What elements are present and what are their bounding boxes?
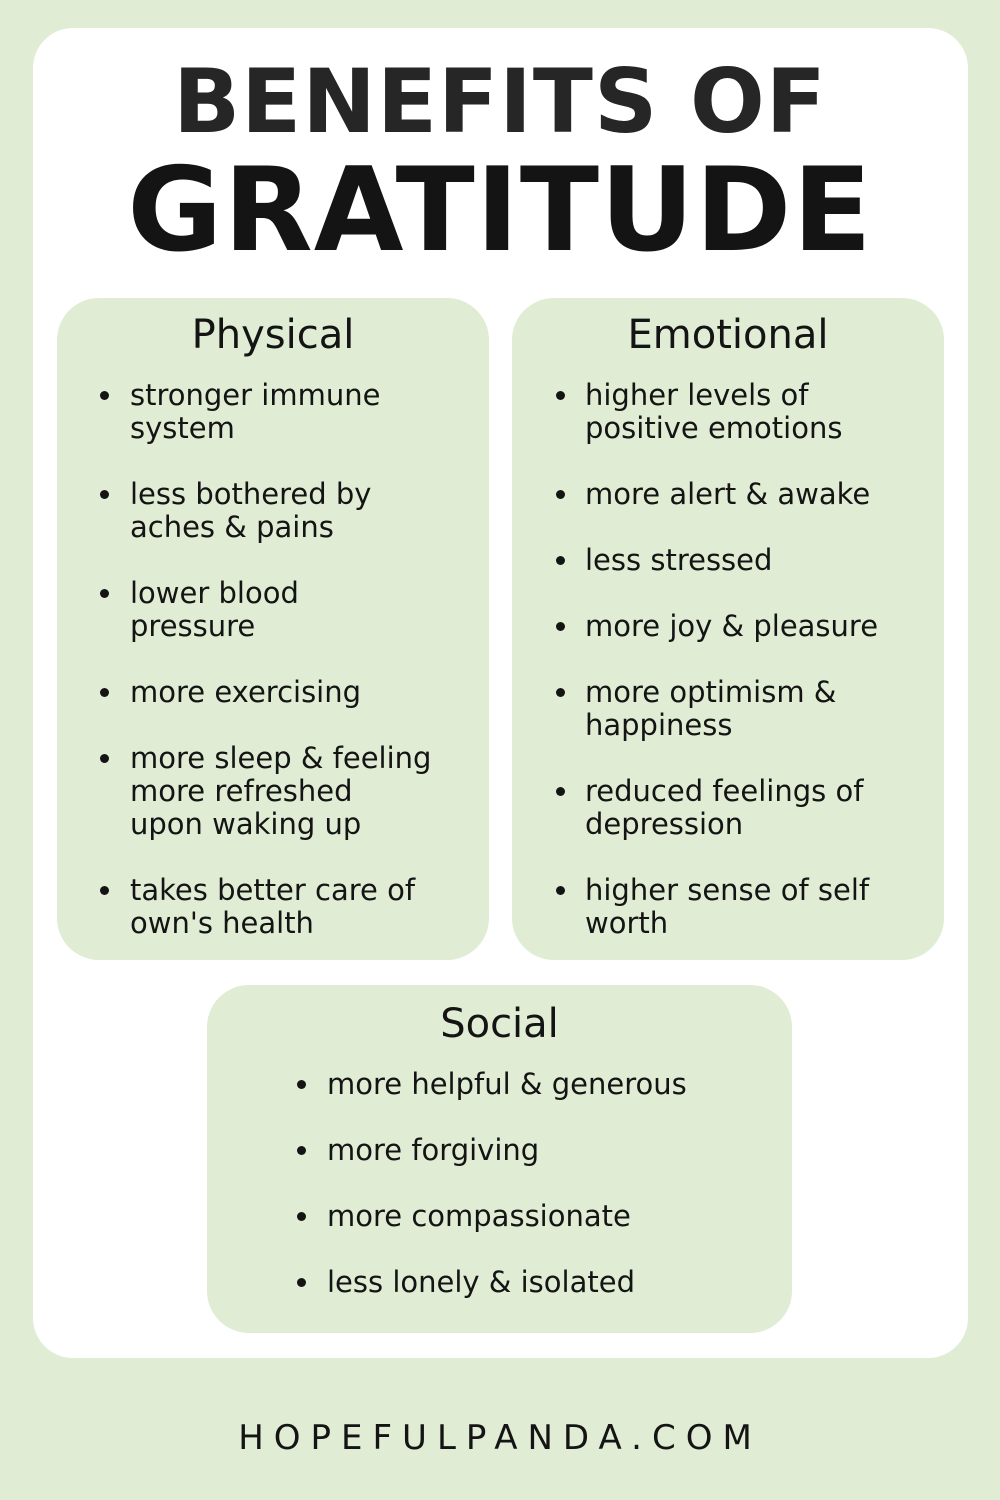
list-item: less bothered by aches & pains: [130, 478, 371, 544]
list-item: less stressed: [585, 544, 772, 577]
list-item-line: more exercising: [130, 675, 362, 709]
social-panel: Social more helpful & generous more forg…: [207, 985, 792, 1333]
bullet-icon: [100, 688, 109, 697]
list-item: stronger immune system: [130, 379, 380, 445]
bullet-icon: [100, 490, 109, 499]
bullet-icon: [100, 886, 109, 895]
list-item: lower blood pressure: [130, 577, 299, 643]
list-item: takes better care of own's health: [130, 874, 415, 940]
list-item-line: more alert & awake: [585, 477, 871, 511]
physical-heading: Physical: [191, 312, 355, 358]
bullet-icon: [556, 391, 565, 400]
list-item-line: upon waking up: [130, 807, 362, 841]
list-item: reduced feelings of depression: [585, 775, 863, 841]
title-line-2: GRATITUDE: [127, 143, 873, 278]
list-item: more forgiving: [327, 1134, 539, 1167]
list-item: more helpful & generous: [327, 1068, 687, 1101]
list-item-line: less stressed: [585, 543, 773, 577]
list-item-line: lower blood: [130, 576, 299, 610]
list-item: more sleep & feeling more refreshed upon…: [130, 742, 431, 841]
list-item-line: system: [130, 411, 235, 445]
bullet-icon: [297, 1212, 306, 1221]
bullet-icon: [556, 490, 565, 499]
list-item-line: more forgiving: [327, 1133, 540, 1167]
bullet-icon: [100, 589, 109, 598]
list-item-line: positive emotions: [585, 411, 843, 445]
list-item: more optimism & happiness: [585, 676, 836, 742]
bullet-icon: [556, 622, 565, 631]
list-item-line: more helpful & generous: [327, 1067, 687, 1101]
bullet-icon: [556, 556, 565, 565]
list-item: more joy & pleasure: [585, 610, 878, 643]
social-heading: Social: [440, 1001, 559, 1047]
list-item-line: pressure: [130, 609, 256, 643]
list-item: higher sense of self worth: [585, 874, 869, 940]
emotional-panel: Emotional higher levels of positive emot…: [512, 298, 944, 960]
bullet-icon: [556, 787, 565, 796]
list-item-line: more compassionate: [327, 1199, 631, 1233]
physical-panel: Physical stronger immune system less bot…: [57, 298, 489, 960]
list-item: less lonely & isolated: [327, 1266, 635, 1299]
list-item-line: stronger immune: [130, 378, 381, 412]
list-item-line: less lonely & isolated: [327, 1265, 635, 1299]
list-item-line: own's health: [130, 906, 314, 940]
list-item-line: more sleep & feeling: [130, 741, 432, 775]
list-item-line: higher levels of: [585, 378, 809, 412]
site-url-footer: HOPEFULPANDA.COM: [238, 1418, 762, 1458]
list-item: higher levels of positive emotions: [585, 379, 842, 445]
bullet-icon: [556, 886, 565, 895]
list-item-line: reduced feelings of: [585, 774, 864, 808]
list-item-line: takes better care of: [130, 873, 416, 907]
bullet-icon: [297, 1080, 306, 1089]
list-item-line: depression: [585, 807, 744, 841]
emotional-heading: Emotional: [627, 312, 829, 358]
list-item: more alert & awake: [585, 478, 870, 511]
title-line-1: BENEFITS OF: [173, 50, 827, 153]
list-item-line: aches & pains: [130, 510, 334, 544]
bullet-icon: [100, 391, 109, 400]
bullet-icon: [556, 688, 565, 697]
list-item-line: more joy & pleasure: [585, 609, 879, 643]
list-item-line: more refreshed: [130, 774, 353, 808]
bullet-icon: [297, 1146, 306, 1155]
bullet-icon: [100, 754, 109, 763]
list-item-line: more optimism &: [585, 675, 837, 709]
list-item: more compassionate: [327, 1200, 631, 1233]
bullet-icon: [297, 1278, 306, 1287]
list-item-line: worth: [585, 906, 669, 940]
list-item-line: less bothered by: [130, 477, 372, 511]
list-item: more exercising: [130, 676, 361, 709]
list-item-line: happiness: [585, 708, 733, 742]
list-item-line: higher sense of self: [585, 873, 870, 907]
